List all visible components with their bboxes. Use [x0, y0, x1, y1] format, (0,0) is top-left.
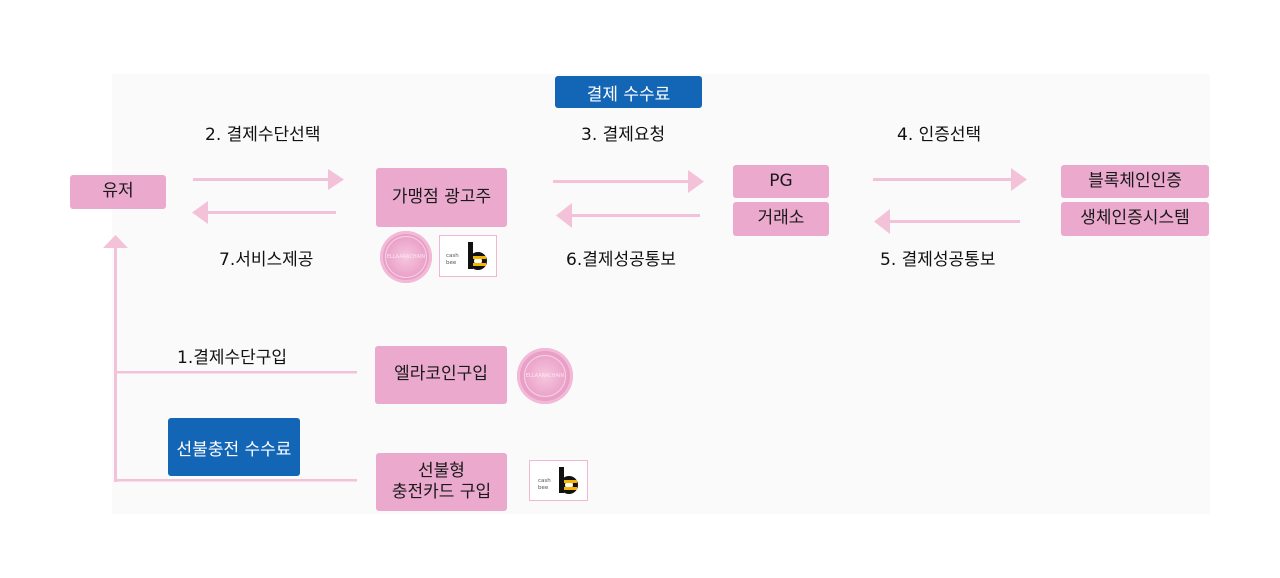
- payment-fee-tag: 결제 수수료: [555, 76, 702, 108]
- prepaid-card-line1: 선불형: [418, 460, 465, 481]
- prepaid-fee-tag: 선불충전 수수료: [168, 418, 300, 476]
- step-2-label: 2. 결제수단선택: [205, 125, 321, 145]
- pg-node: PG: [733, 165, 829, 198]
- arrow-purchase-to-user-head: [103, 235, 128, 248]
- arrow-pg-to-merchant-head: [556, 203, 572, 228]
- arrow-user-to-merchant: [193, 178, 328, 181]
- arrow-merchant-to-pg-head: [688, 170, 704, 193]
- step-3-label: 3. 결제요청: [581, 125, 666, 145]
- arrow-pg-to-auth-head: [1011, 168, 1027, 191]
- blockchain-auth-node: 블록체인인증: [1061, 165, 1209, 198]
- svg-text:bee: bee: [446, 260, 457, 266]
- exchange-node: 거래소: [733, 202, 829, 236]
- step-5-label: 5. 결제성공통보: [880, 250, 996, 270]
- biometric-auth-node: 생체인증시스템: [1061, 202, 1209, 236]
- user-node: 유저: [70, 175, 166, 209]
- coin-logo-text: ELLAARACHAIN: [525, 373, 565, 379]
- step-6-label: 6.결제성공통보: [566, 250, 677, 270]
- cashbee-icon: cash bee: [538, 467, 578, 494]
- svg-text:bee: bee: [538, 485, 549, 491]
- ella-coin-logo-purchase: ELLAARACHAIN: [517, 348, 573, 404]
- cashbee-icon: cash bee: [446, 242, 487, 270]
- arrow-merchant-to-user: [208, 211, 336, 214]
- line-coin-purchase: [117, 371, 357, 374]
- line-card-purchase: [117, 479, 357, 482]
- arrow-auth-to-pg-head: [874, 209, 890, 234]
- arrow-merchant-to-pg: [553, 180, 688, 183]
- coin-logo-text: ELLAARACHAIN: [386, 254, 426, 260]
- arrow-user-to-merchant-head: [328, 169, 344, 190]
- arrow-pg-to-auth: [873, 178, 1011, 181]
- prepaid-card-node: 선불형 충전카드 구입: [376, 453, 507, 511]
- svg-text:cash: cash: [446, 253, 459, 259]
- arrow-auth-to-pg: [890, 220, 1020, 223]
- ella-coin-logo-merchant: ELLAARACHAIN: [380, 231, 432, 283]
- step-1-label: 1.결제수단구입: [177, 348, 288, 368]
- arrow-merchant-to-user-head: [192, 201, 208, 224]
- prepaid-card-line2: 충전카드 구입: [391, 482, 492, 502]
- svg-text:cash: cash: [538, 478, 551, 484]
- step-7-label: 7.서비스제공: [219, 250, 314, 270]
- cashbee-logo-merchant: cash bee: [439, 235, 497, 277]
- buy-coin-node: 엘라코인구입: [375, 346, 507, 404]
- merchant-node: 가맹점 광고주: [376, 168, 507, 227]
- step-4-label: 4. 인증선택: [897, 125, 982, 145]
- arrow-purchase-to-user: [114, 248, 117, 482]
- cashbee-logo-purchase: cash bee: [529, 460, 588, 501]
- arrow-pg-to-merchant: [572, 214, 700, 217]
